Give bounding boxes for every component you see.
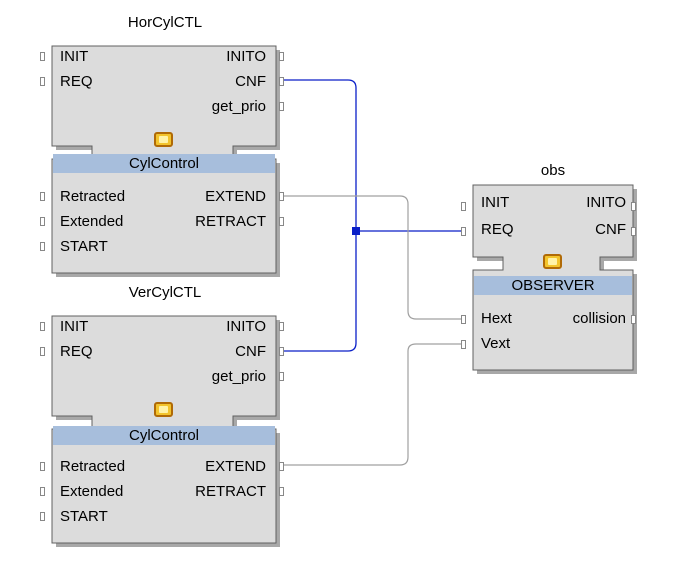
block-type-label: CylControl (53, 426, 275, 445)
block-instance-name: HorCylCTL (127, 14, 203, 31)
data-output-retract[interactable]: RETRACT (195, 213, 266, 230)
event-input-pin-req[interactable] (461, 227, 466, 236)
data-input-pin-hext[interactable] (461, 315, 466, 324)
data-input-hext[interactable]: Hext (481, 310, 512, 327)
function-block-vercylctl[interactable]: VerCylCTL CylControl INIT REQ INITO CNF … (40, 284, 290, 549)
function-block-horcylctl[interactable]: HorCylCTL CylControl INIT REQ INITO CNF … (40, 14, 290, 279)
data-output-pin-retract[interactable] (279, 487, 284, 496)
event-input-pin-init[interactable] (40, 52, 45, 61)
event-output-pin-cnf[interactable] (279, 347, 284, 356)
event-output-pin-inito[interactable] (279, 52, 284, 61)
event-output-cnf[interactable]: CNF (235, 343, 266, 360)
data-output-retract[interactable]: RETRACT (195, 483, 266, 500)
data-connection-vercylctl-extend-obs-vext[interactable] (284, 343, 461, 466)
function-block-icon (154, 132, 173, 147)
data-input-pin-extended[interactable] (40, 217, 45, 226)
data-input-extended[interactable]: Extended (60, 213, 124, 230)
data-input-pin-vext[interactable] (461, 340, 466, 349)
event-output-pin-cnf[interactable] (279, 77, 284, 86)
event-output-pin-get-prio[interactable] (279, 372, 284, 381)
data-input-vext[interactable]: Vext (481, 335, 511, 352)
data-input-retracted[interactable]: Retracted (60, 458, 126, 475)
event-input-req[interactable]: REQ (60, 73, 93, 90)
data-output-collision[interactable]: collision (572, 310, 626, 327)
event-connection-horcylctl-cnf-obs-req[interactable] (284, 79, 357, 352)
data-output-extend[interactable]: EXTEND (205, 458, 266, 475)
block-type-label: CylControl (53, 154, 275, 173)
event-input-init[interactable]: INIT (60, 318, 89, 335)
event-output-cnf[interactable]: CNF (235, 73, 266, 90)
event-input-pin-init[interactable] (40, 322, 45, 331)
event-input-req[interactable]: REQ (60, 343, 93, 360)
event-output-get-prio[interactable]: get_prio (211, 98, 266, 115)
data-input-pin-extended[interactable] (40, 487, 45, 496)
event-input-pin-req[interactable] (40, 77, 45, 86)
event-output-inito[interactable]: INITO (226, 318, 266, 335)
data-input-pin-retracted[interactable] (40, 462, 45, 471)
block-type-label: OBSERVER (474, 276, 632, 295)
data-output-pin-extend[interactable] (279, 192, 284, 201)
function-block-icon (543, 254, 562, 269)
data-input-pin-start[interactable] (40, 242, 45, 251)
event-output-pin-get-prio[interactable] (279, 102, 284, 111)
function-block-obs[interactable]: obs OBSERVER INIT REQ INITO CNF Hext Vex… (461, 162, 641, 382)
event-input-req[interactable]: REQ (481, 221, 514, 238)
event-input-init[interactable]: INIT (60, 48, 89, 65)
event-input-pin-req[interactable] (40, 347, 45, 356)
data-connection-horcylctl-extend-obs-hext[interactable] (284, 195, 461, 320)
event-input-init[interactable]: INIT (481, 194, 510, 211)
block-instance-name: VerCylCTL (128, 284, 202, 301)
function-block-icon (154, 402, 173, 417)
data-output-pin-collision[interactable] (631, 315, 636, 324)
data-output-pin-retract[interactable] (279, 217, 284, 226)
data-input-pin-retracted[interactable] (40, 192, 45, 201)
data-output-extend[interactable]: EXTEND (205, 188, 266, 205)
event-input-pin-init[interactable] (461, 202, 466, 211)
block-instance-name: obs (540, 162, 566, 179)
event-output-cnf[interactable]: CNF (595, 221, 626, 238)
event-output-inito[interactable]: INITO (586, 194, 626, 211)
data-input-retracted[interactable]: Retracted (60, 188, 126, 205)
data-input-pin-start[interactable] (40, 512, 45, 521)
event-output-pin-cnf[interactable] (631, 227, 636, 236)
event-connection-junction[interactable] (352, 227, 360, 235)
data-input-start[interactable]: START (60, 508, 108, 525)
event-output-inito[interactable]: INITO (226, 48, 266, 65)
data-output-pin-extend[interactable] (279, 462, 284, 471)
data-input-start[interactable]: START (60, 238, 108, 255)
data-input-extended[interactable]: Extended (60, 483, 124, 500)
event-output-pin-inito[interactable] (279, 322, 284, 331)
event-output-get-prio[interactable]: get_prio (211, 368, 266, 385)
event-output-pin-inito[interactable] (631, 202, 636, 211)
